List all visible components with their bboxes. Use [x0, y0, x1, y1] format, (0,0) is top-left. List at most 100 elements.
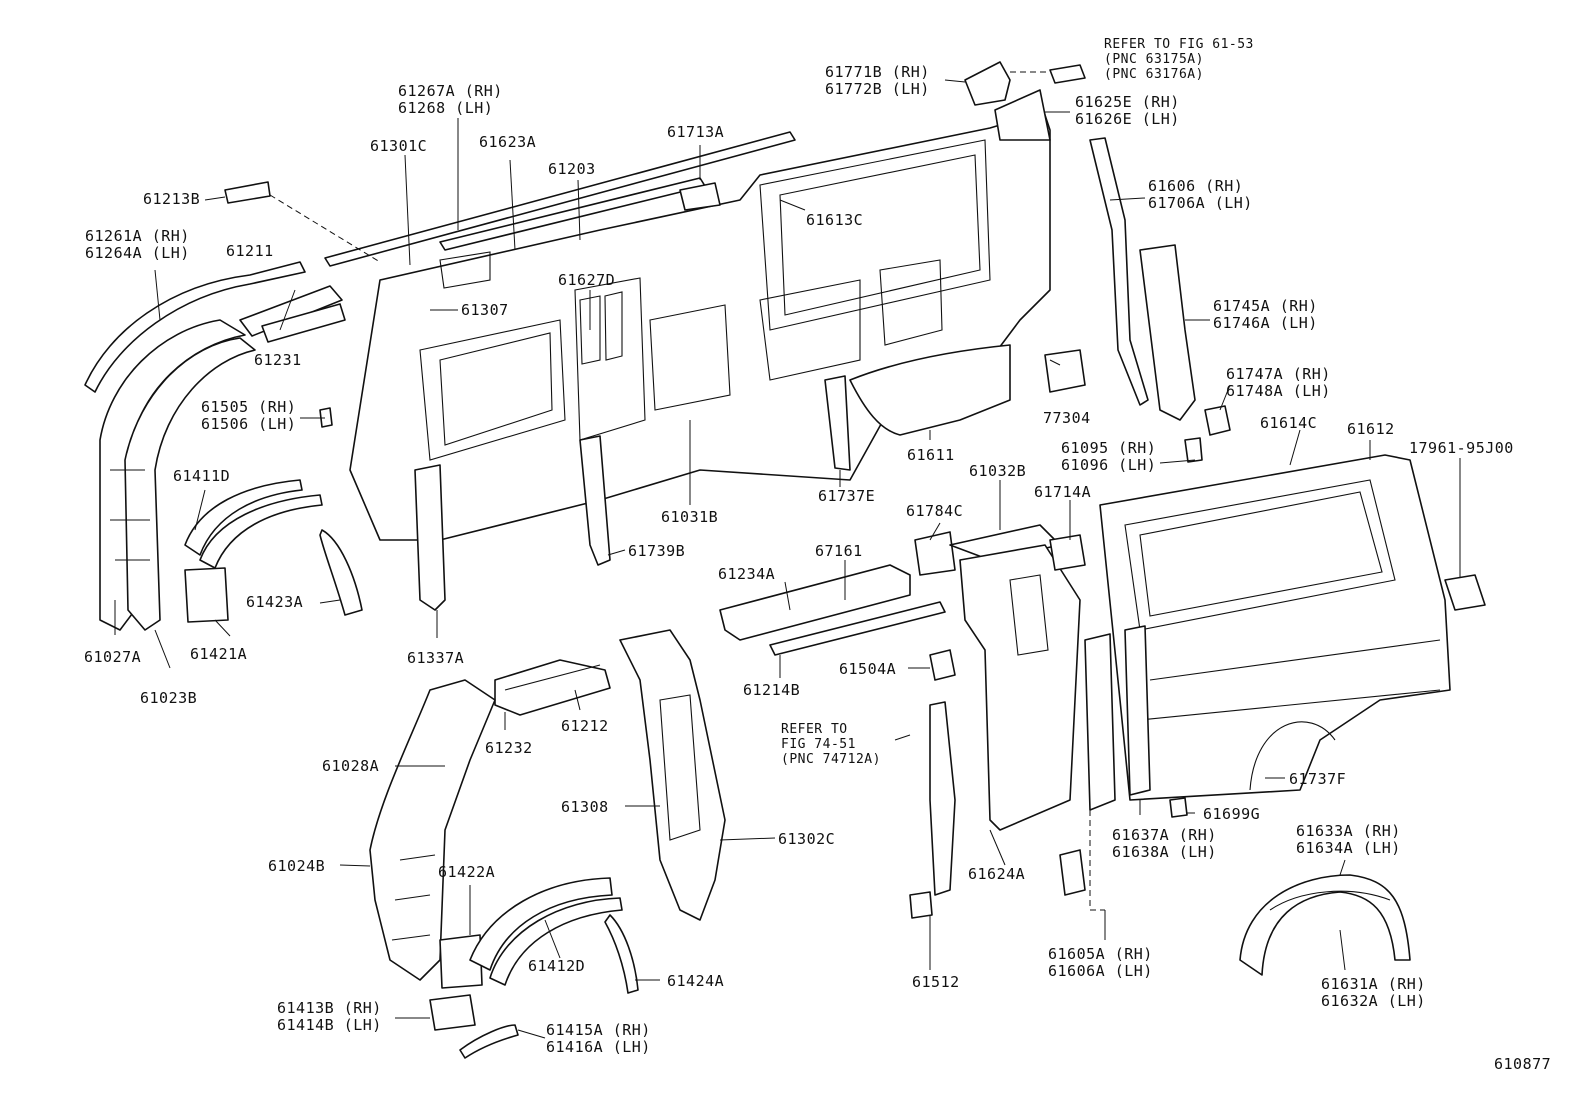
- label-61337a: 61337A: [407, 649, 465, 667]
- label-61095-rh: 61095 (RH): [1061, 439, 1157, 457]
- refer-fig-61-53: REFER TO FIG 61-53(PNC 63175A)(PNC 63176…: [1104, 37, 1254, 82]
- label-61745a: 61745A (RH)61746A (LH): [1213, 298, 1318, 332]
- label-61232: 61232: [485, 739, 533, 757]
- label-17961-95j00: 17961-95J00: [1409, 439, 1514, 457]
- label-61423a: 61423A: [246, 593, 304, 611]
- label-61212: 61212: [561, 717, 609, 735]
- label-77304: 77304: [1043, 409, 1091, 427]
- label-61637a: 61637A (RH)61638A (LH): [1112, 827, 1217, 861]
- right-pillars: [1089, 137, 1231, 463]
- refer-fig-61-53-pnc2: (PNC 63176A): [1104, 67, 1204, 82]
- label-61613c: 61613C: [806, 211, 864, 229]
- label-61211: 61211: [226, 242, 274, 260]
- label-61512: 61512: [912, 973, 960, 991]
- label-61031b: 61031B: [661, 508, 719, 526]
- label-61024b: 61024B: [268, 857, 326, 875]
- label-61268-lh: 61268 (LH): [398, 99, 494, 117]
- label-61267a-rh: 61267A (RH): [398, 82, 503, 100]
- top-brackets: [679, 61, 1086, 211]
- label-61032b: 61032B: [969, 462, 1027, 480]
- label-61631a-rh: 61631A (RH): [1321, 975, 1426, 993]
- label-61203: 61203: [548, 160, 596, 178]
- label-61771b: 61771B (RH)61772B (LH): [825, 64, 930, 98]
- label-61261a-rh: 61261A (RH): [85, 227, 190, 245]
- refer-fig-61-53-pnc1: (PNC 63175A): [1104, 52, 1204, 67]
- label-61638a-lh: 61638A (LH): [1112, 843, 1217, 861]
- label-61699g: 61699G: [1203, 805, 1261, 823]
- label-61096-lh: 61096 (LH): [1061, 456, 1157, 474]
- lower-panel: [849, 344, 1086, 436]
- label-61626e-lh: 61626E (LH): [1075, 110, 1180, 128]
- label-61713a: 61713A: [667, 123, 725, 141]
- bracket-61512: [909, 649, 956, 919]
- floor-brackets: [494, 659, 611, 716]
- label-61421a: 61421A: [190, 645, 248, 663]
- label-61414b-lh: 61414B (LH): [277, 1016, 382, 1034]
- label-61213b: 61213B: [143, 190, 201, 208]
- label-61737e: 61737E: [818, 487, 876, 505]
- label-61264a-lh: 61264A (LH): [85, 244, 190, 262]
- label-61784c: 61784C: [906, 502, 964, 520]
- label-61746a-lh: 61746A (LH): [1213, 314, 1318, 332]
- rear-inner-pillar: [619, 629, 726, 921]
- rear-wheelhouse: [1239, 874, 1411, 976]
- label-61416a-lh: 61416A (LH): [546, 1038, 651, 1056]
- label-61772b-lh: 61772B (LH): [825, 80, 930, 98]
- label-61415a-rh: 61415A (RH): [546, 1021, 651, 1039]
- label-61606-rh: 61606 (RH): [1148, 177, 1244, 195]
- label-61737f: 61737F: [1289, 770, 1347, 788]
- center-pillars: [319, 375, 851, 611]
- refer-fig-74-51-line2: FIG 74-51: [781, 737, 856, 752]
- label-61631a: 61631A (RH)61632A (LH): [1321, 976, 1426, 1010]
- label-61505: 61505 (RH)61506 (LH): [201, 399, 296, 433]
- label-61027a: 61027A: [84, 648, 142, 666]
- label-61747a-rh: 61747A (RH): [1226, 365, 1331, 383]
- label-61747a: 61747A (RH)61748A (LH): [1226, 366, 1331, 400]
- label-61234a: 61234A: [718, 565, 776, 583]
- label-61745a-rh: 61745A (RH): [1213, 297, 1318, 315]
- label-61605a-rh: 61605A (RH): [1048, 945, 1153, 963]
- label-61605a: 61605A (RH)61606A (LH): [1048, 946, 1153, 980]
- label-61424a: 61424A: [667, 972, 725, 990]
- label-61637a-rh: 61637A (RH): [1112, 826, 1217, 844]
- label-61623a: 61623A: [479, 133, 537, 151]
- label-61023b: 61023B: [140, 689, 198, 707]
- leader-lines: [114, 79, 1461, 1039]
- label-61415a: 61415A (RH)61416A (LH): [546, 1022, 651, 1056]
- label-61302c: 61302C: [778, 830, 836, 848]
- label-61422a: 61422A: [438, 863, 496, 881]
- label-61028a: 61028A: [322, 757, 380, 775]
- label-61633a: 61633A (RH)61634A (LH): [1296, 823, 1401, 857]
- rocker-panels: [719, 564, 946, 656]
- rear-quarter-panel: [1099, 454, 1486, 801]
- label-61714a: 61714A: [1034, 483, 1092, 501]
- label-61231: 61231: [254, 351, 302, 369]
- refer-fig-61-53-line1: REFER TO FIG 61-53: [1104, 37, 1254, 52]
- refer-fig-74-51-pnc: (PNC 74712A): [781, 752, 881, 767]
- label-61625e: 61625E (RH)61626E (LH): [1075, 94, 1180, 128]
- label-61771b-rh: 61771B (RH): [825, 63, 930, 81]
- label-61504a: 61504A: [839, 660, 897, 678]
- label-61301c: 61301C: [370, 137, 428, 155]
- label-61308: 61308: [561, 798, 609, 816]
- label-61413b-rh: 61413B (RH): [277, 999, 382, 1017]
- front-pillar-group: [84, 261, 346, 631]
- label-61625e-rh: 61625E (RH): [1075, 93, 1180, 111]
- left-wheel-arch-group: [184, 479, 363, 623]
- label-61606a-lh: 61606A (LH): [1048, 962, 1153, 980]
- label-67161: 67161: [815, 542, 863, 560]
- label-61411d: 61411D: [173, 467, 231, 485]
- label-61627d: 61627D: [558, 271, 616, 289]
- lower-left-pillar: [369, 679, 496, 981]
- label-61748a-lh: 61748A (LH): [1226, 382, 1331, 400]
- label-61634a-lh: 61634A (LH): [1296, 839, 1401, 857]
- label-61633a-rh: 61633A (RH): [1296, 822, 1401, 840]
- label-61606: 61606 (RH)61706A (LH): [1148, 178, 1253, 212]
- label-61307: 61307: [461, 301, 509, 319]
- label-61214b: 61214B: [743, 681, 801, 699]
- label-61611: 61611: [907, 446, 955, 464]
- lower-wheel-arch-group: [429, 877, 639, 1059]
- label-61614c: 61614C: [1260, 414, 1318, 432]
